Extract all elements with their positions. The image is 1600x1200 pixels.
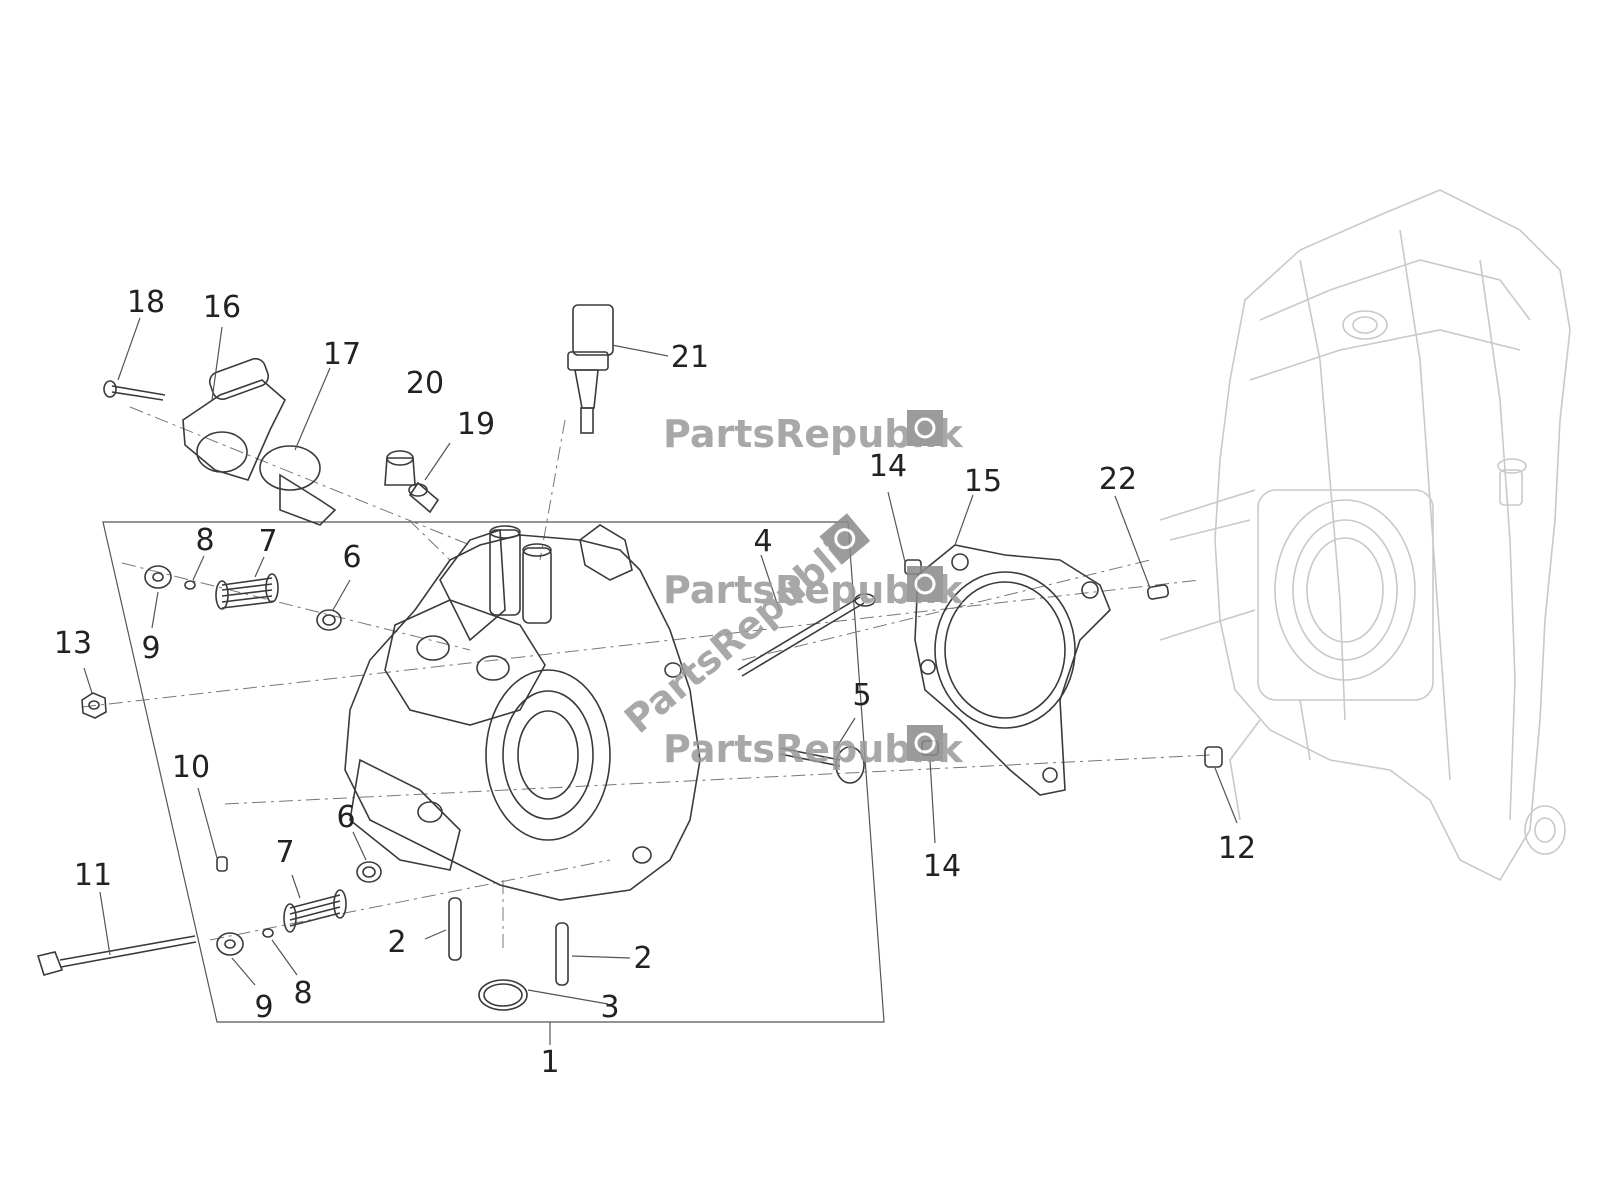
dowel-bushing-12	[1204, 746, 1223, 768]
temperature-sensor	[567, 304, 614, 434]
stud-pin-left	[448, 897, 462, 961]
cylinder-head	[344, 524, 701, 901]
bleed-valve-19	[408, 481, 440, 514]
watermark-middle: PartsRepublik	[663, 566, 964, 612]
callout-14: 14	[923, 849, 961, 884]
engine-crankcase-ghost	[1159, 189, 1571, 882]
callout-10: 10	[172, 750, 210, 785]
dowel-pin-10	[216, 856, 228, 872]
callout-7: 7	[275, 835, 294, 870]
valve-seal-lower	[356, 861, 382, 883]
gear-icon	[907, 566, 943, 602]
callout-18: 18	[127, 285, 165, 320]
callout-2: 2	[387, 925, 406, 960]
assembly-group-frame	[102, 521, 885, 1023]
callout-17: 17	[323, 337, 361, 372]
spring-retainer-lower	[216, 932, 244, 956]
watermark-diagonal: PartsRepublik	[616, 513, 875, 742]
callout-7: 7	[258, 524, 277, 559]
valve-seal-upper	[316, 609, 342, 631]
callout-1: 1	[540, 1045, 559, 1080]
callout-11: 11	[74, 858, 112, 893]
nut-13	[81, 692, 107, 719]
callout-21: 21	[671, 340, 709, 375]
thermostat-cover	[182, 357, 286, 481]
valve-stem-5	[779, 746, 865, 784]
callout-labels: 1 2 2 3 4 5 6 6 7 7 8 8 9 9 10 11 12 13 …	[54, 285, 1256, 1080]
callout-3: 3	[600, 990, 619, 1025]
cap-20	[384, 450, 416, 486]
callout-8: 8	[293, 976, 312, 1011]
valve-stem-4	[737, 593, 876, 677]
o-ring-3	[478, 979, 528, 1011]
callout-6: 6	[336, 800, 355, 835]
callout-6: 6	[342, 540, 361, 575]
callout-14: 14	[869, 449, 907, 484]
callout-2: 2	[633, 941, 652, 976]
thermostat	[259, 445, 337, 526]
valve-spring-upper	[215, 573, 279, 610]
watermark-layer: PartsRepublik PartsRepublik PartsRepubli…	[616, 410, 964, 771]
spring-retainer-upper	[144, 565, 172, 589]
callout-13: 13	[54, 626, 92, 661]
gear-icon	[819, 513, 871, 565]
callout-20: 20	[406, 366, 444, 401]
callout-19: 19	[457, 407, 495, 442]
callout-22: 22	[1099, 462, 1137, 497]
callout-9: 9	[254, 990, 273, 1025]
assembly-axes	[81, 406, 1211, 950]
watermark-bottom: PartsRepublik	[663, 725, 964, 771]
callout-4: 4	[753, 524, 772, 559]
callout-9: 9	[141, 631, 160, 666]
gear-icon	[907, 410, 943, 446]
valve-keeper-lower	[262, 928, 274, 938]
long-bolt-11	[36, 935, 197, 976]
screw-18	[103, 380, 166, 401]
valve-keeper-upper	[184, 580, 196, 590]
gear-icon	[907, 725, 943, 761]
dowel-bushing-22	[1146, 584, 1170, 600]
head-gasket	[914, 544, 1111, 796]
callout-8: 8	[195, 523, 214, 558]
leader-lines	[83, 317, 1238, 1045]
watermark-top: PartsRepublik	[663, 410, 964, 456]
callout-12: 12	[1218, 831, 1256, 866]
stud-pin-right	[555, 922, 569, 986]
callout-15: 15	[964, 464, 1002, 499]
callout-16: 16	[203, 290, 241, 325]
callout-5: 5	[852, 678, 871, 713]
valve-spring-lower	[283, 889, 347, 933]
